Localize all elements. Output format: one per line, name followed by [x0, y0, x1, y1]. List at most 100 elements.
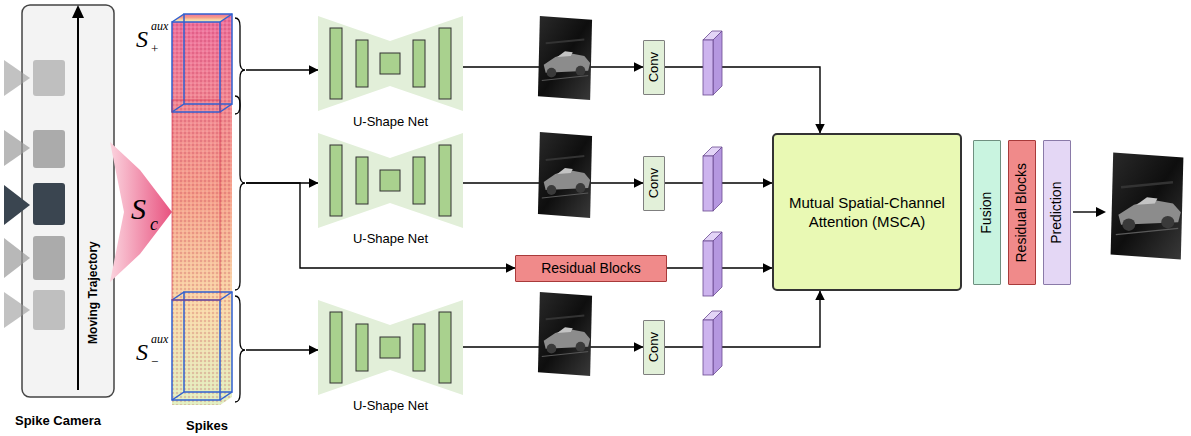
- math-symbol: +: [151, 42, 158, 56]
- u-net-block: U-Shape Net: [318, 16, 463, 130]
- block-caption: U-Shape Net: [298, 397, 483, 414]
- path-shape: [235, 96, 245, 290]
- feature-block: [703, 311, 722, 375]
- math-symbol: S: [136, 26, 148, 52]
- u-net-block: U-Shape Net: [318, 133, 463, 247]
- feature-block: [703, 31, 722, 95]
- layer-bar: [356, 324, 368, 371]
- line-shape: [220, 392, 232, 400]
- box-label: Prediction: [1049, 181, 1064, 243]
- layer-bar: [439, 145, 451, 216]
- block-caption: U-Shape Net: [298, 113, 483, 130]
- rect-shape: [172, 22, 220, 405]
- process-box: Prediction: [1043, 140, 1071, 285]
- process-box: Conv: [643, 40, 665, 95]
- box-label: Conv: [647, 168, 661, 198]
- line-shape: [220, 292, 232, 300]
- u-net-ground: [318, 300, 463, 395]
- g-shape: [172, 100, 220, 300]
- capture-arrow: [110, 142, 172, 282]
- math-symbol: S: [136, 339, 148, 365]
- layer-bar: [356, 157, 368, 204]
- box-label: Residual Blocks: [541, 259, 641, 277]
- rect-shape: [703, 40, 713, 95]
- layer-bar: [356, 40, 368, 87]
- u-net-shape: [318, 133, 463, 228]
- spike-camera: [4, 5, 114, 397]
- box-label: Conv: [647, 52, 661, 82]
- line-shape: [172, 392, 184, 400]
- u-net-shape: [318, 16, 463, 111]
- line-shape: [172, 104, 184, 112]
- polygon-shape: [172, 14, 232, 22]
- process-box: Mutual Spatial-Channel Attention (MSCA): [772, 133, 962, 291]
- layer-bar: [439, 28, 451, 99]
- layer-bar: [380, 53, 400, 74]
- flow-arrow: [665, 291, 820, 347]
- box-label: Conv: [647, 332, 661, 362]
- flow-arrow: [246, 349, 318, 350]
- g-shape: [172, 14, 232, 400]
- u-net-block: U-Shape Net: [318, 300, 463, 414]
- u-net-shape: [318, 300, 463, 395]
- layer-bar: [330, 145, 342, 216]
- rect-shape: [172, 22, 220, 405]
- box-label: Spikes: [148, 417, 266, 434]
- rect-shape: [184, 14, 232, 104]
- output-arrow: [1073, 211, 1098, 212]
- polygon-shape: [4, 292, 30, 328]
- polygon-shape: [713, 147, 722, 211]
- path-shape: [235, 296, 245, 402]
- box-label: Mutual Spatial-Channel Attention (MSCA): [782, 193, 952, 232]
- polygon-shape: [4, 60, 30, 96]
- line-shape: [77, 16, 79, 390]
- u-net-ground: [318, 16, 463, 111]
- process-box: Residual Blocks: [515, 255, 667, 282]
- math-symbol: c: [150, 215, 158, 235]
- rect-shape: [184, 292, 232, 392]
- reconstruction-image: [538, 16, 592, 100]
- layer-bar: [330, 28, 342, 99]
- math-symbol: aux: [151, 333, 168, 346]
- layer-bar: [413, 324, 425, 371]
- output-image: [1111, 152, 1184, 259]
- rect-shape: [703, 156, 713, 211]
- polygon-shape: [713, 232, 722, 296]
- caption-label: Moving Trajectory: [86, 241, 99, 344]
- feature-block: [703, 232, 722, 296]
- polygon-shape: [4, 130, 30, 166]
- process-box: Conv: [643, 320, 665, 375]
- process-box: Residual Blocks: [1008, 140, 1036, 285]
- layer-bar: [380, 337, 400, 358]
- process-box: Fusion: [973, 140, 1001, 285]
- line-shape: [220, 104, 232, 112]
- process-box: Conv: [643, 156, 665, 211]
- rect-shape: [703, 320, 713, 375]
- output-arrowhead: [1096, 207, 1106, 217]
- layer-bar: [380, 170, 400, 191]
- layer-bar: [439, 312, 451, 383]
- box-label: Fusion: [979, 191, 994, 233]
- line-shape: [220, 14, 232, 22]
- rect-shape: [33, 130, 65, 168]
- polygon-shape: [220, 14, 232, 405]
- polygon-shape: [713, 311, 722, 375]
- feature-block: [703, 147, 722, 211]
- line-shape: [172, 292, 184, 300]
- flow-arrow: [246, 69, 318, 70]
- rect-shape: [33, 60, 65, 96]
- brace: [235, 18, 245, 402]
- polygon-shape: [713, 31, 722, 95]
- polygon-shape: [4, 238, 30, 278]
- polygon-shape: [220, 14, 232, 405]
- reconstruction-image: [538, 292, 592, 376]
- rect-shape: [33, 290, 65, 330]
- layer-bar: [413, 157, 425, 204]
- reconstruction-image: [538, 132, 592, 218]
- box-label: Residual Blocks: [1014, 163, 1029, 263]
- rect-shape: [172, 22, 220, 112]
- polygon-shape: [72, 5, 84, 18]
- math-symbol: −: [151, 355, 158, 369]
- rect-shape: [22, 5, 114, 397]
